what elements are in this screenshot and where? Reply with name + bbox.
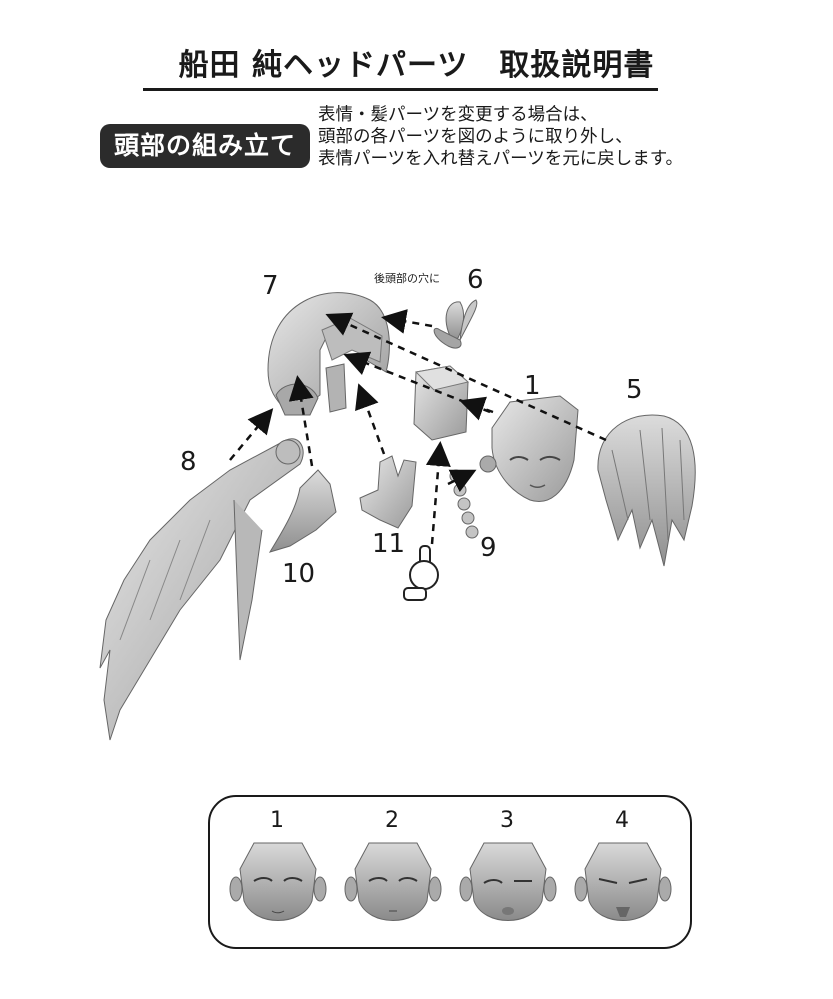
assembly-arrows — [229, 309, 607, 545]
part-7-head-shell — [267, 292, 390, 416]
face-1: 1 — [229, 808, 327, 921]
label-8: 8 — [180, 447, 197, 477]
label-6: 6 — [467, 265, 484, 295]
note-6: 後頭部の穴に — [374, 271, 440, 285]
label-10: 10 — [282, 559, 315, 589]
part-11-piece — [359, 455, 417, 529]
part-10-piece — [268, 469, 337, 553]
part-5-hair — [597, 414, 696, 567]
label-7: 7 — [262, 271, 279, 301]
instruction-line-3: 表情パーツを入れ替えパーツを元に戻します。 — [318, 149, 684, 169]
connector-block — [413, 365, 470, 441]
label-5: 5 — [626, 375, 643, 405]
part-8-wing — [99, 438, 304, 741]
part-6-butterfly — [433, 299, 478, 349]
assembly-diagram: 7 6 後頭部の穴に 1 5 8 9 11 10 — [99, 265, 696, 741]
label-1: 1 — [524, 371, 541, 401]
instructions-text: 表情・髪パーツを変更する場合は、 頭部の各パーツを図のように取り外し、 表情パー… — [318, 104, 738, 170]
face-4: 4 — [574, 808, 672, 921]
label-9: 9 — [480, 533, 497, 563]
part-9-chain — [449, 469, 479, 539]
document-title: 船田 純ヘッドパーツ 取扱説明書 — [178, 48, 655, 83]
face-label-1: 1 — [270, 808, 284, 833]
peg-connector — [403, 545, 439, 601]
instruction-line-1: 表情・髪パーツを変更する場合は、 — [318, 105, 598, 125]
face-3: 3 — [459, 808, 557, 921]
label-11: 11 — [372, 529, 405, 559]
faces-svg: 1 2 3 4 — [229, 808, 672, 921]
title-underline — [143, 88, 658, 91]
part-1-face — [479, 395, 579, 502]
faces-panel: 1 2 3 4 — [208, 795, 692, 949]
instruction-line-2: 頭部の各パーツを図のように取り外し、 — [318, 127, 633, 147]
face-2: 2 — [344, 808, 442, 921]
section-badge: 頭部の組み立て — [100, 124, 310, 168]
face-label-3: 3 — [500, 808, 514, 833]
face-label-4: 4 — [615, 808, 629, 833]
face-label-2: 2 — [385, 808, 399, 833]
